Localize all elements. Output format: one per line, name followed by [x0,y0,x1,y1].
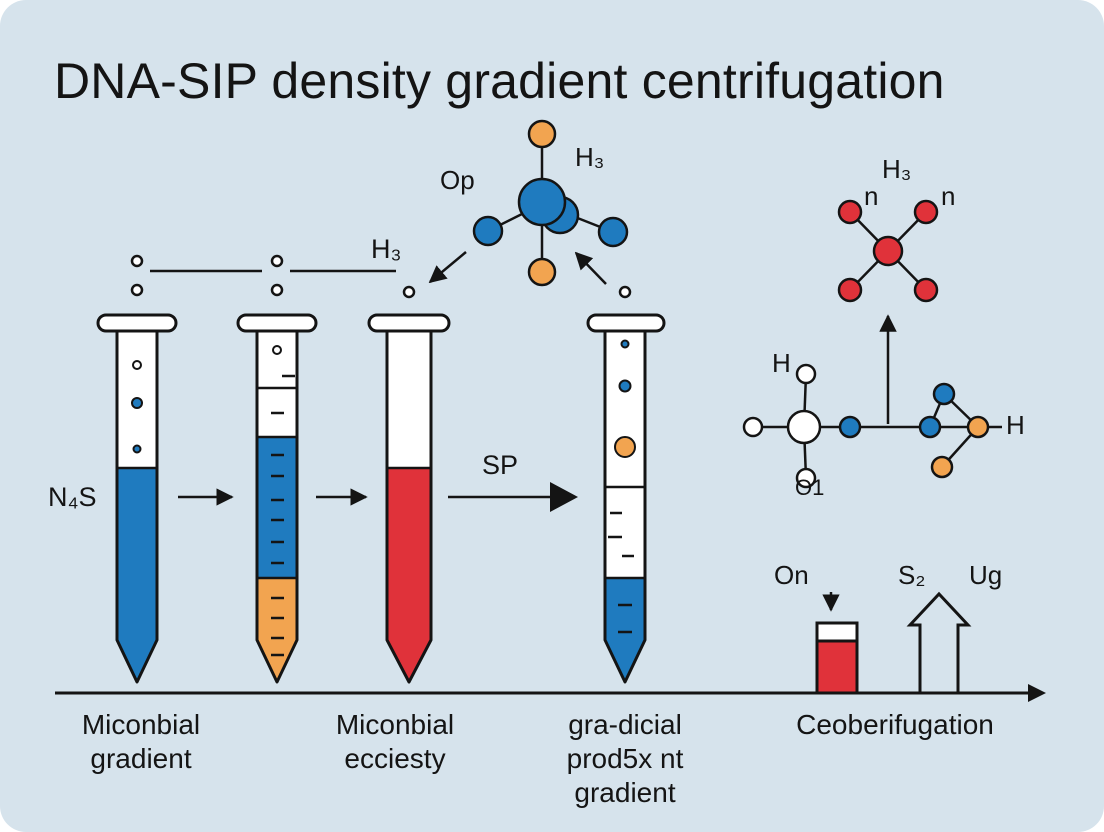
bar-gauge-icon [815,621,859,695]
caption-col4: Ceoberifugation [760,708,1030,742]
caption-col2-line1: Miconbial [335,709,455,740]
label-s2: S₂ [898,560,926,590]
caption-col1-line2: gradient [90,743,192,774]
caption-col1: Miconbial gradient [46,708,236,776]
caption-col3-line1: gra-dicial [568,709,682,740]
molecule-arrows [428,251,607,285]
label-o1: O1 [795,475,825,500]
big-arrowhead-icon [550,482,578,512]
central-molecule-icon [472,119,629,287]
caption-col1-line1: Miconbial [81,709,201,740]
caption-col4-line1: Ceoberifugation [796,709,994,740]
caption-col3-line3: gradient [574,777,676,808]
label-on: On [774,560,809,590]
outline-up-arrow-icon [906,591,972,693]
label-n-right: n [941,181,956,211]
label-h-top: H [772,348,791,378]
test-tube-2-icon [236,313,318,684]
test-tube-4-icon [586,313,666,684]
label-n-left: n [864,181,879,211]
diagram-title: DNA-SIP density gradient centrifugation [54,53,945,109]
caption-col2: Miconbial ecciesty [300,708,490,776]
caption-col2-line2: ecciesty [344,743,446,774]
top-bubbles [130,254,632,299]
label-sp: SP [482,450,519,480]
label-h-right: H [1006,410,1025,440]
label-op: Op [440,165,475,195]
label-h3-right: H₃ [882,154,912,184]
test-tube-3-icon [367,313,451,684]
chain-molecule-icon [742,363,1002,489]
caption-col3: gra-dicial prod5x nt gradient [530,708,720,810]
caption-col3-line2: prod5x nt [566,743,684,774]
red-molecule-icon [837,199,939,303]
label-ug: Ug [969,560,1003,590]
label-n4s: N₄S [48,482,97,512]
test-tube-1-icon [96,313,178,684]
label-h3-molecule: H₃ [575,142,605,172]
label-h3-tubes: H₃ [371,234,402,264]
timeline-axis [55,684,1046,702]
